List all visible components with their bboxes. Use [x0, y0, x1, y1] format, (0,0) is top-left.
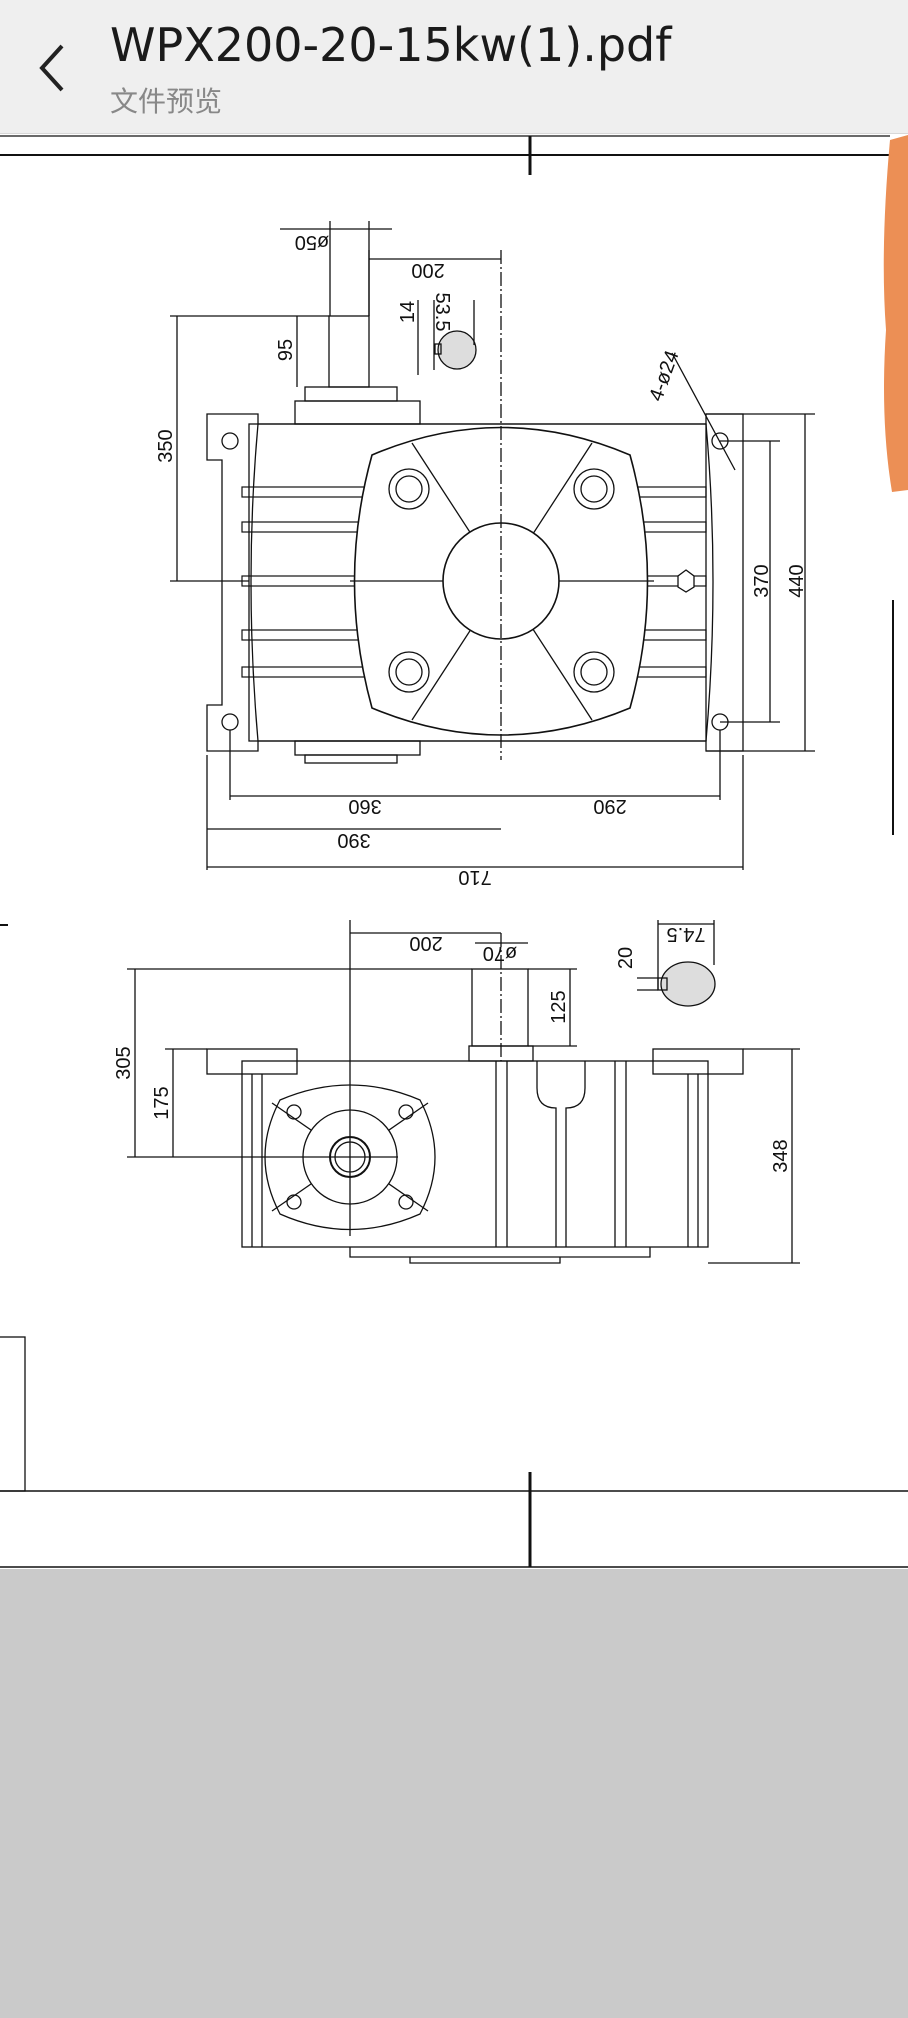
- dim-360: 360: [348, 795, 381, 817]
- dim-95: 95: [275, 339, 297, 361]
- dim-290: 290: [593, 795, 626, 817]
- dim-390: 390: [337, 829, 370, 851]
- dim-74-5: 74.5: [667, 923, 706, 945]
- frame-box: [0, 1336, 26, 1492]
- dim-d50: ø50: [295, 231, 329, 253]
- dim-200-top: 200: [411, 259, 444, 281]
- dim-710: 710: [458, 866, 491, 888]
- dim-348: 348: [770, 1139, 792, 1172]
- file-preview-label: 文件预览: [110, 85, 223, 118]
- dim-holes: 4-ø24: [645, 348, 684, 405]
- dim-14: 14: [397, 301, 419, 323]
- dim-440: 440: [786, 564, 808, 597]
- dim-370: 370: [751, 564, 773, 597]
- dim-125: 125: [548, 990, 570, 1023]
- dim-d70: ø70: [483, 942, 517, 964]
- app-header: WPX200-20-15kw(1).pdf 文件预览: [0, 0, 908, 134]
- chevron-left-icon: [39, 44, 64, 92]
- dim-53-5: 53.5: [431, 293, 453, 332]
- annotation-stroke: [883, 135, 908, 492]
- top-view: [170, 221, 815, 870]
- dim-200-side: 200: [409, 932, 442, 954]
- file-title: WPX200-20-15kw(1).pdf: [110, 18, 672, 72]
- dim-305: 305: [113, 1046, 135, 1079]
- empty-viewer-area: [0, 1569, 908, 2018]
- dim-175: 175: [151, 1086, 173, 1119]
- dim-350: 350: [155, 429, 177, 462]
- back-button[interactable]: [30, 38, 80, 98]
- dim-20: 20: [615, 947, 637, 969]
- side-view: [127, 920, 800, 1264]
